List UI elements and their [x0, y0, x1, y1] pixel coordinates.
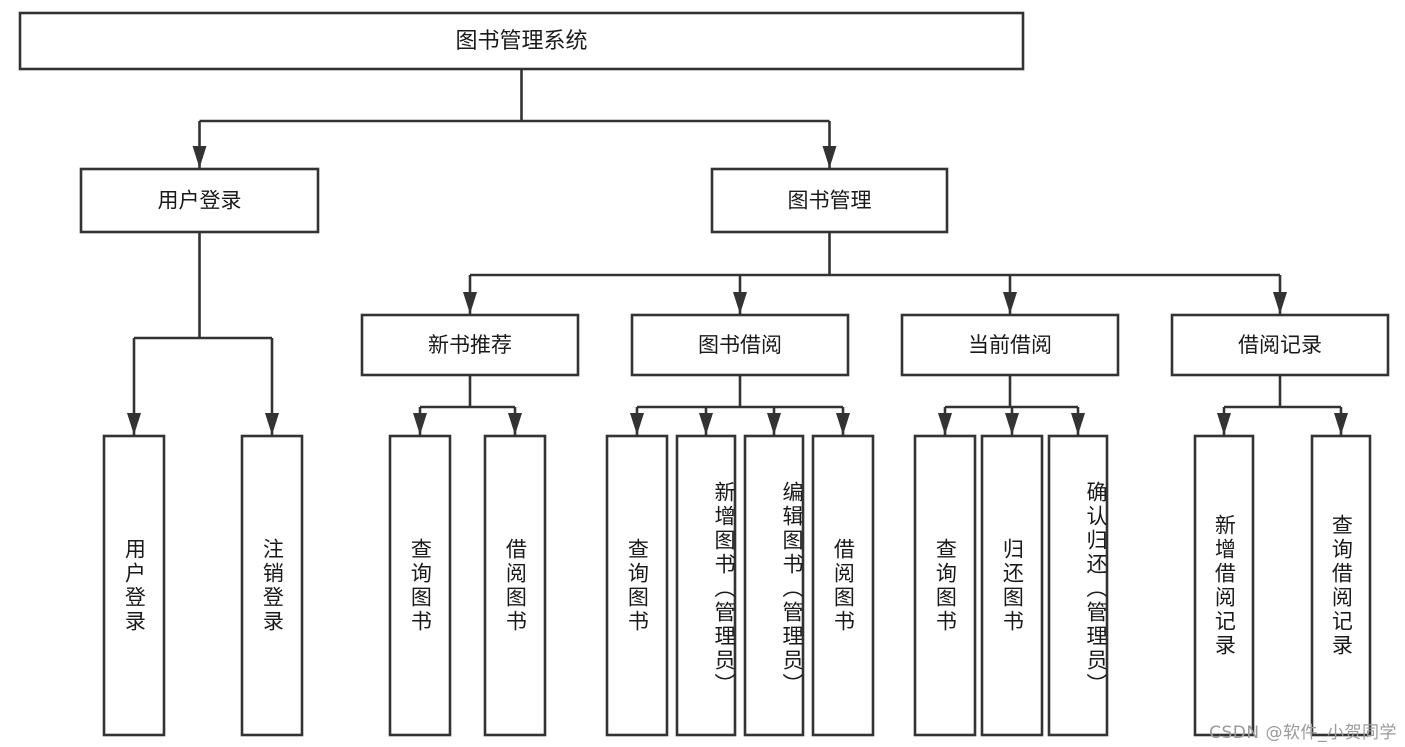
- node-label: 图书管理: [788, 189, 872, 213]
- node-leaf-edit-book[interactable]: [743, 434, 805, 737]
- node-box[interactable]: [675, 434, 737, 737]
- node-new-book-recommend[interactable]: 新书推荐: [360, 313, 580, 377]
- node-box[interactable]: [79, 167, 320, 234]
- node-box[interactable]: [900, 313, 1120, 377]
- arrow-head-icon: [265, 413, 279, 435]
- node-current-borrow[interactable]: 当前借阅: [900, 313, 1120, 377]
- node-label: 图书管理系统: [455, 29, 587, 54]
- node-book-borrow[interactable]: 图书借阅: [630, 313, 850, 377]
- node-leaf-query-book-bor[interactable]: [605, 434, 669, 737]
- node-label: 借阅记录: [1238, 333, 1322, 357]
- csdn-watermark: CSDN @软件_小贺同学: [1209, 723, 1397, 743]
- node-book-manage[interactable]: 图书管理: [710, 167, 949, 234]
- node-box[interactable]: [360, 313, 580, 377]
- node-leaf-query-record[interactable]: [1310, 434, 1372, 737]
- arrow-head-icon: [630, 413, 644, 435]
- node-leaf-query-book-cur[interactable]: [913, 434, 977, 737]
- node-box[interactable]: [1170, 313, 1390, 377]
- arrow-head-icon: [1003, 292, 1017, 314]
- node-leaf-user-logout[interactable]: [240, 434, 304, 737]
- node-leaf-return-book[interactable]: [980, 434, 1044, 737]
- node-box[interactable]: [483, 434, 547, 737]
- node-box[interactable]: [605, 434, 669, 737]
- node-box[interactable]: [811, 434, 875, 737]
- arrow-head-icon: [822, 146, 837, 168]
- node-box[interactable]: [710, 167, 949, 234]
- node-leaf-confirm-return[interactable]: [1047, 434, 1109, 737]
- arrow-head-icon: [463, 292, 477, 314]
- node-box[interactable]: [913, 434, 977, 737]
- arrow-head-icon: [1217, 413, 1231, 435]
- node-label: 用户登录: [158, 189, 242, 213]
- node-box[interactable]: [240, 434, 304, 737]
- node-leaf-add-book[interactable]: [675, 434, 737, 737]
- arrow-head-icon: [767, 413, 781, 435]
- node-box[interactable]: [1193, 434, 1255, 737]
- edge-layer: [127, 69, 1348, 435]
- node-label: 当前借阅: [968, 333, 1052, 357]
- node-user-login[interactable]: 用户登录: [79, 167, 320, 234]
- arrow-head-icon: [413, 413, 427, 435]
- node-borrow-record[interactable]: 借阅记录: [1170, 313, 1390, 377]
- node-box[interactable]: [388, 434, 452, 737]
- arrow-head-icon: [127, 413, 141, 435]
- node-leaf-query-book-rec[interactable]: [388, 434, 452, 737]
- node-label: 新书推荐: [428, 333, 512, 357]
- node-box[interactable]: [1047, 434, 1109, 737]
- node-box[interactable]: [743, 434, 805, 737]
- node-root[interactable]: 图书管理系统: [18, 11, 1025, 71]
- arrow-head-icon: [1071, 413, 1085, 435]
- node-box[interactable]: [980, 434, 1044, 737]
- node-box[interactable]: [102, 434, 166, 737]
- arrow-head-icon: [508, 413, 522, 435]
- arrow-head-icon: [1005, 413, 1019, 435]
- arrow-head-icon: [733, 292, 747, 314]
- arrow-head-icon: [192, 146, 207, 168]
- arrow-head-icon: [938, 413, 952, 435]
- node-leaf-borrow-book-bor[interactable]: [811, 434, 875, 737]
- arrow-head-icon: [699, 413, 713, 435]
- node-box[interactable]: [630, 313, 850, 377]
- node-label: 图书借阅: [698, 333, 782, 357]
- arrow-head-icon: [1334, 413, 1348, 435]
- node-leaf-user-login[interactable]: [102, 434, 166, 737]
- node-box[interactable]: [18, 11, 1025, 71]
- arrow-head-icon: [1273, 292, 1287, 314]
- node-box[interactable]: [1310, 434, 1372, 737]
- arrow-head-icon: [836, 413, 850, 435]
- node-leaf-borrow-book-rec[interactable]: [483, 434, 547, 737]
- node-leaf-add-record[interactable]: [1193, 434, 1255, 737]
